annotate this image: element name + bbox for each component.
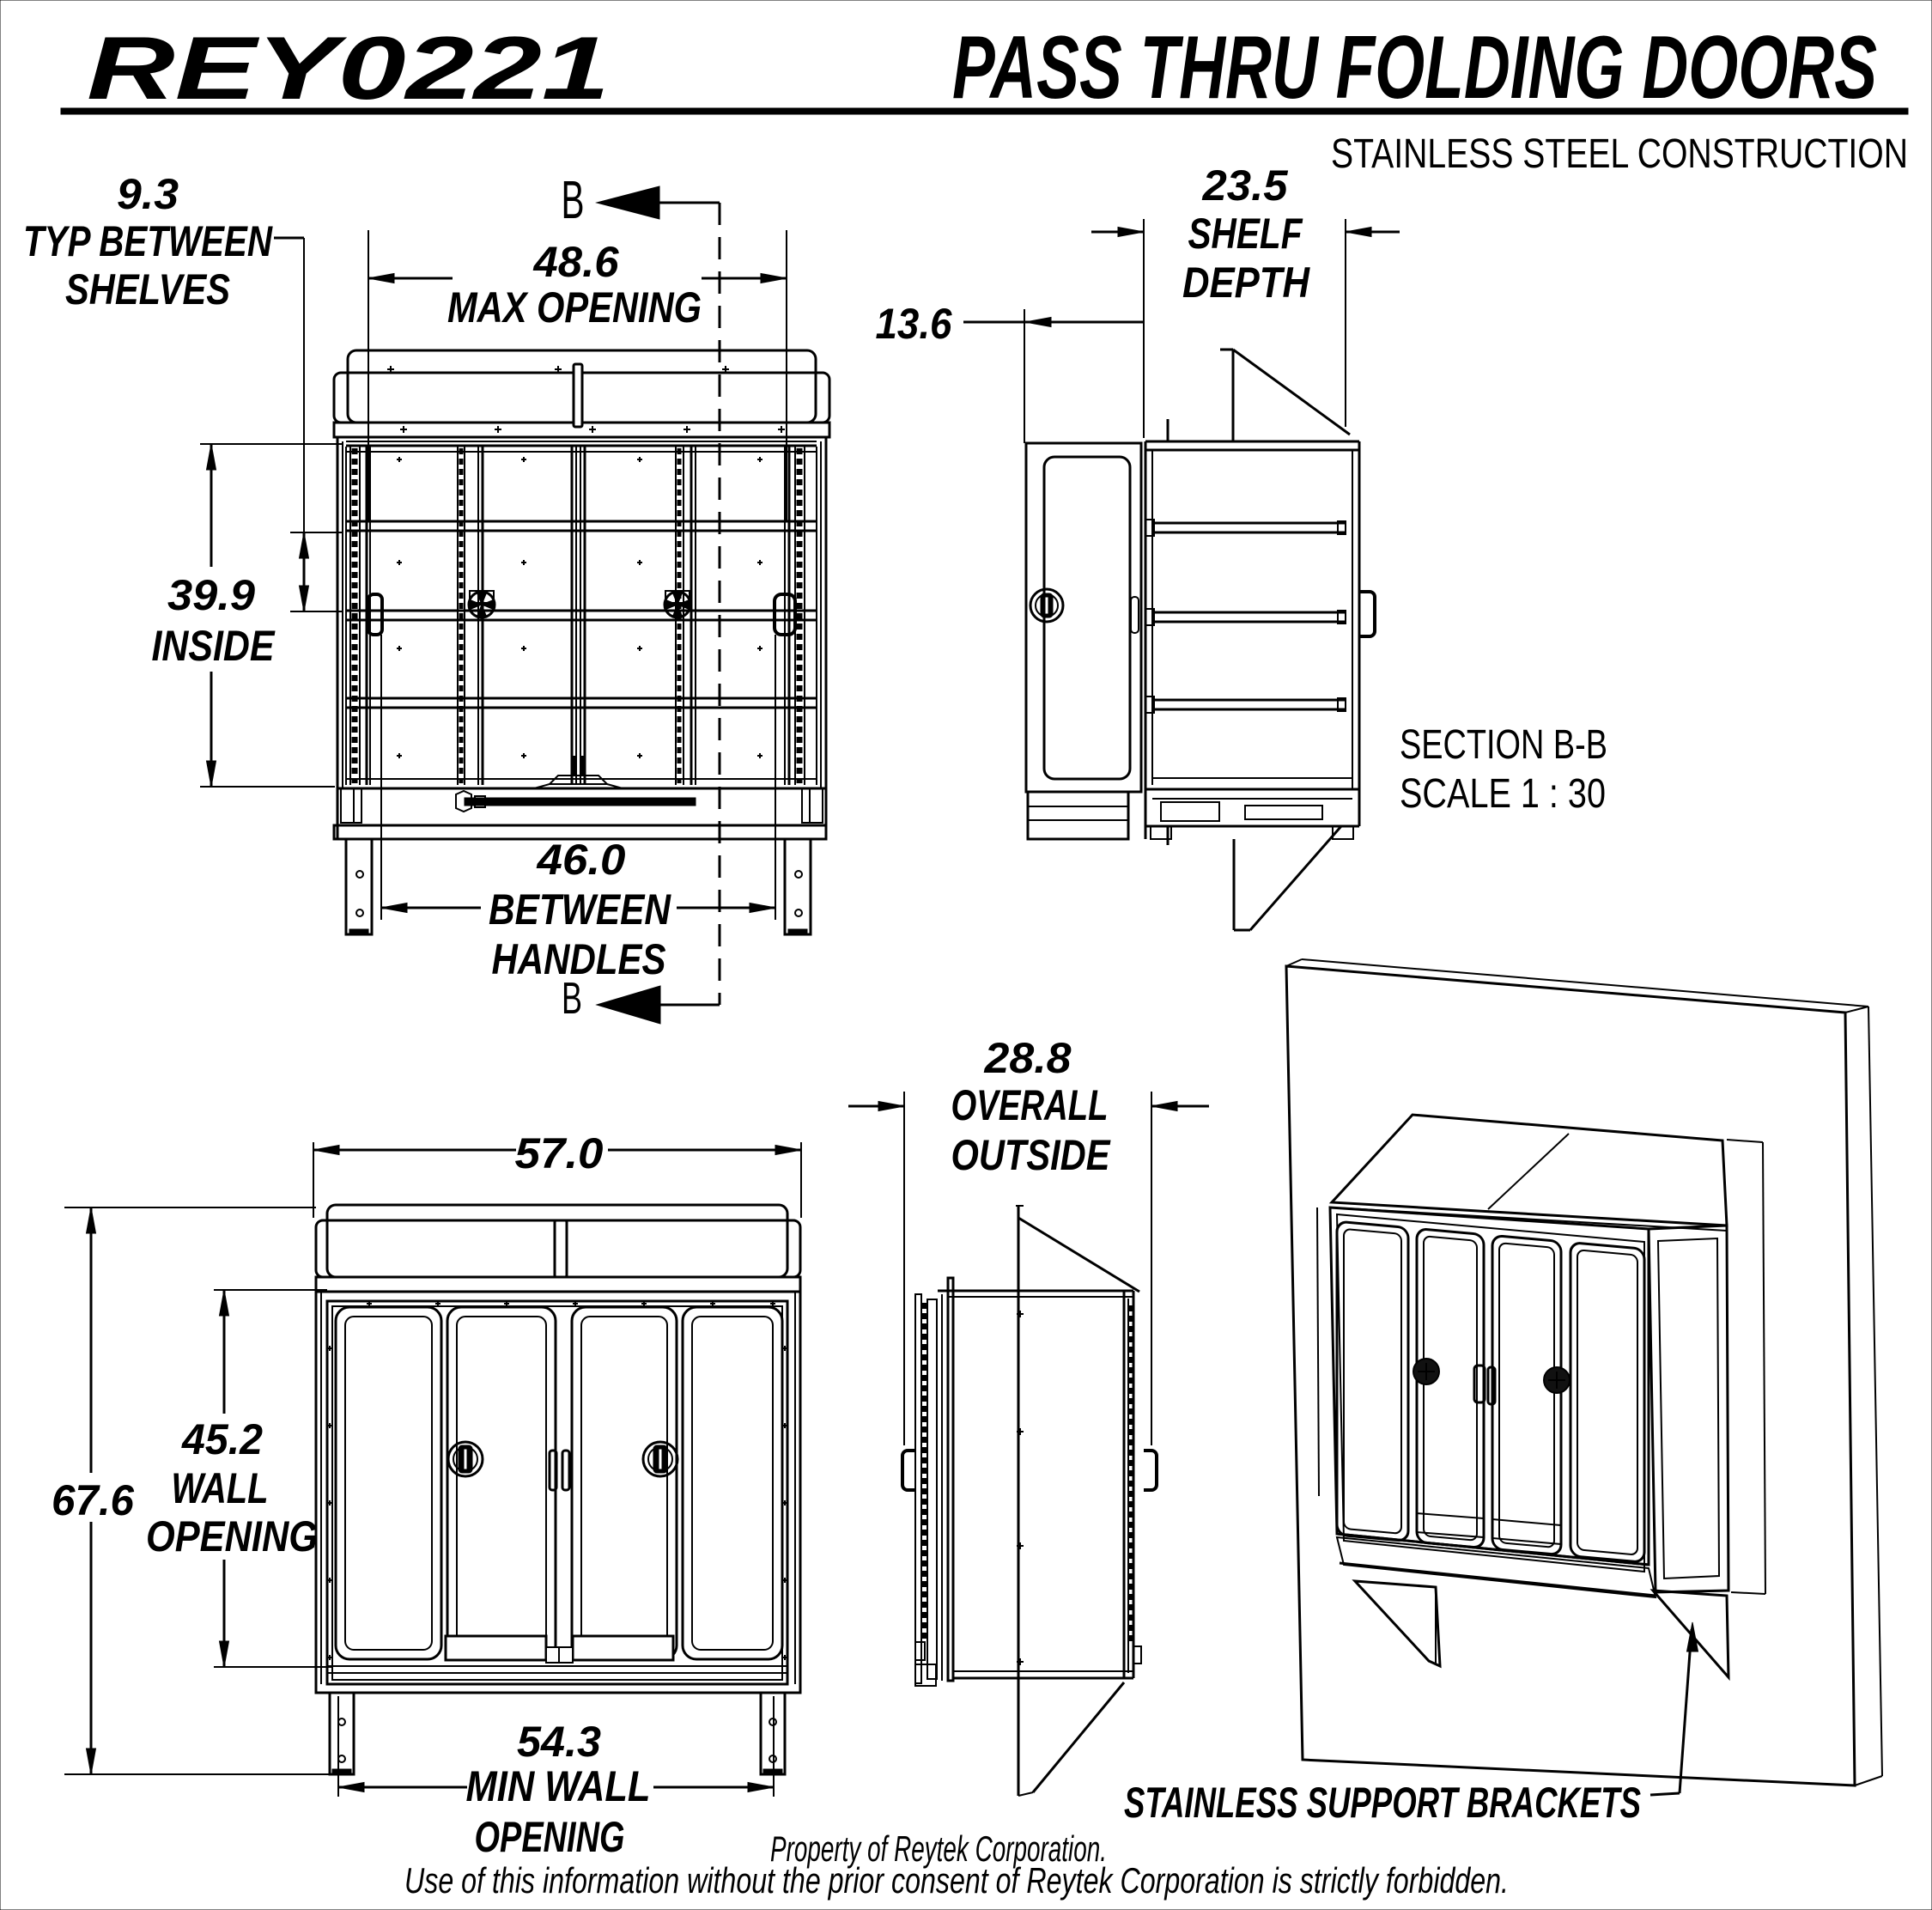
svg-text:23.5: 23.5 (1201, 161, 1288, 210)
svg-text:OPENING: OPENING (146, 1512, 318, 1560)
svg-text:SCALE 1 : 30: SCALE 1 : 30 (1400, 771, 1606, 817)
svg-text:OPENING: OPENING (475, 1813, 625, 1861)
svg-text:SHELVES: SHELVES (65, 265, 230, 313)
svg-text:13.6: 13.6 (876, 300, 953, 348)
svg-text:STAINLESS STEEL CONSTRUCTION: STAINLESS STEEL CONSTRUCTION (1331, 131, 1908, 177)
svg-text:9.3: 9.3 (117, 170, 179, 218)
svg-text:OUTSIDE: OUTSIDE (951, 1131, 1111, 1179)
svg-text:OVERALL: OVERALL (951, 1081, 1109, 1129)
svg-text:STAINLESS SUPPORT BRACKETS: STAINLESS SUPPORT BRACKETS (1124, 1779, 1641, 1827)
svg-text:SECTION B-B: SECTION B-B (1400, 722, 1607, 768)
svg-text:MIN WALL: MIN WALL (466, 1762, 651, 1810)
svg-text:B: B (562, 171, 585, 230)
svg-text:54.3: 54.3 (517, 1718, 601, 1766)
svg-text:57.0: 57.0 (515, 1129, 604, 1177)
svg-text:Use of this information withou: Use of this information without the prio… (404, 1860, 1509, 1901)
svg-text:Property of Reytek Corporation: Property of Reytek Corporation. (770, 1828, 1107, 1869)
svg-text:INSIDE: INSIDE (152, 622, 276, 670)
svg-text:48.6: 48.6 (532, 238, 619, 286)
svg-text:45.2: 45.2 (181, 1415, 263, 1463)
svg-text:HANDLES: HANDLES (492, 935, 666, 983)
svg-text:46.0: 46.0 (536, 836, 625, 884)
svg-text:MAX OPENING: MAX OPENING (447, 283, 702, 332)
svg-text:DEPTH: DEPTH (1182, 259, 1310, 307)
svg-text:67.6: 67.6 (52, 1476, 135, 1524)
svg-text:BETWEEN: BETWEEN (489, 885, 671, 934)
svg-text:B: B (562, 974, 582, 1024)
svg-text:39.9: 39.9 (167, 571, 255, 619)
svg-text:REY0221: REY0221 (87, 19, 610, 119)
svg-text:TYP BETWEEN: TYP BETWEEN (23, 217, 273, 265)
svg-text:SHELF: SHELF (1188, 210, 1303, 258)
svg-text:PASS THRU FOLDING DOORS: PASS THRU FOLDING DOORS (952, 18, 1877, 118)
svg-text:28.8: 28.8 (983, 1034, 1071, 1082)
svg-text:WALL: WALL (172, 1464, 269, 1512)
